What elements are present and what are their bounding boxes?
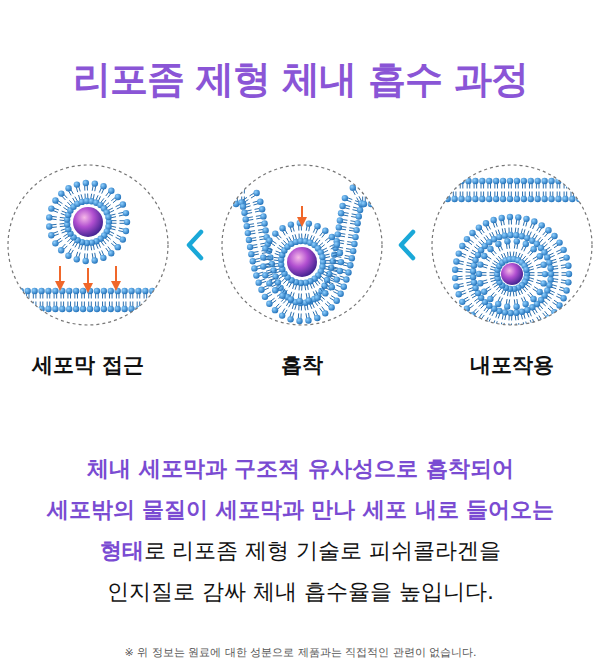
flow-chevron <box>401 232 413 258</box>
stage-circle: 내포작용 <box>430 163 594 327</box>
description-text: 세포밖의 물질이 세포막과 만나 세포 내로 들어오는 <box>47 497 555 522</box>
text-line: 형태로 리포좀 제형 기술로 피쉬콜라겐을 <box>0 530 601 571</box>
description-text: 체내 세포막과 구조적 유사성으로 흡착되어 <box>87 456 514 481</box>
text-line: 세포밖의 물질이 세포막과 만나 세포 내로 들어오는 <box>0 489 601 530</box>
stage-label: 흡착 <box>192 351 412 379</box>
title: 리포좀 제형 체내 흡수 과정 <box>0 54 601 105</box>
text-line: 인지질로 감싸 체내 흡수율을 높입니다. <box>0 571 601 612</box>
description-text: 로 리포좀 제형 기술로 피쉬콜라겐을 <box>144 538 502 563</box>
caption: ※ 위 정보는 원료에 대한 성분으로 제품과는 직접적인 관련이 없습니다. <box>0 645 601 660</box>
stage-label: 내포작용 <box>402 351 601 379</box>
description-text: 형태 <box>100 538 144 563</box>
stage-circle: 흡착 <box>220 163 384 327</box>
circle-outline <box>6 163 170 327</box>
description-text: 인지질로 감싸 체내 흡수율을 높입니다. <box>107 579 494 604</box>
stage-label: 세포막 접근 <box>0 351 198 379</box>
flow-chevron <box>189 232 201 258</box>
circle-outline <box>430 163 594 327</box>
text-line: 체내 세포막과 구조적 유사성으로 흡착되어 <box>0 448 601 489</box>
description: 체내 세포막과 구조적 유사성으로 흡착되어세포밖의 물질이 세포막과 만나 세… <box>0 448 601 612</box>
circle-outline <box>220 163 384 327</box>
stage-circle: 세포막 접근 <box>6 163 170 327</box>
